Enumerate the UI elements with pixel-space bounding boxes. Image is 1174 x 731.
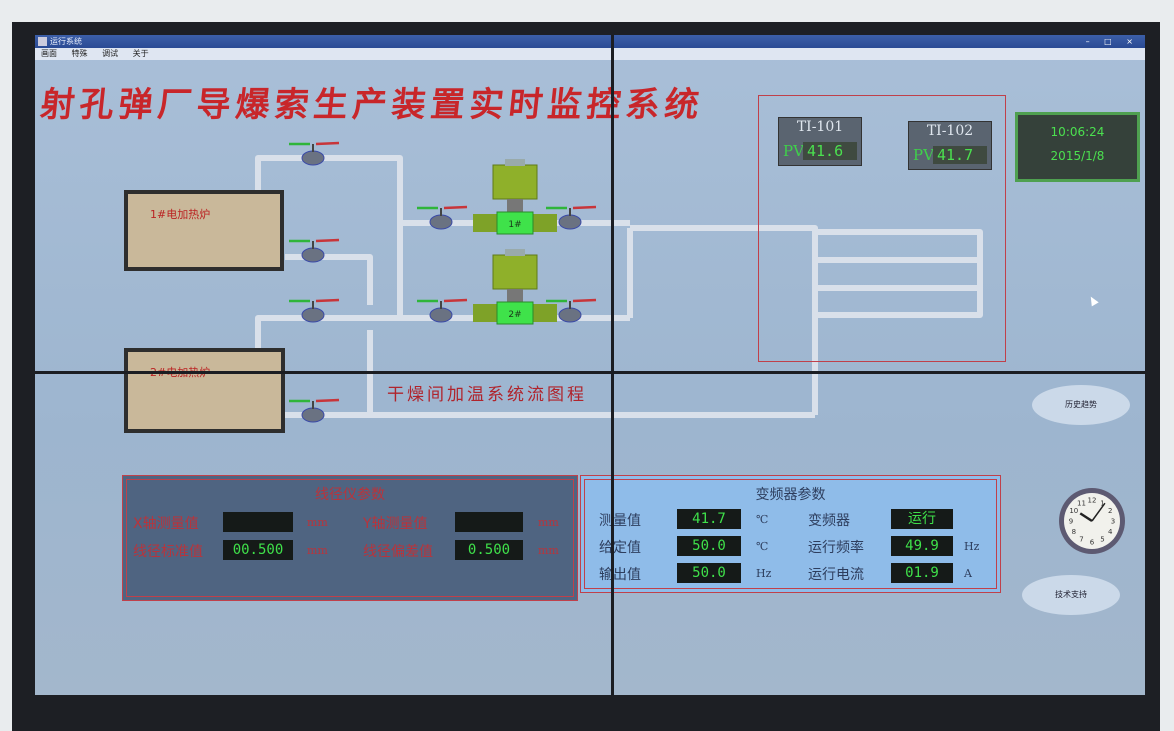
pipe [630, 225, 818, 415]
svg-text:2: 2 [1108, 507, 1112, 515]
valve-icon[interactable] [289, 398, 340, 423]
flow-diagram-title: 干燥间加温系统流图程 [387, 385, 587, 405]
x-axis-unit: mm [307, 516, 328, 529]
svg-text:3: 3 [1111, 518, 1115, 526]
standard-unit: mm [307, 544, 328, 557]
valve-icon[interactable] [417, 205, 468, 230]
vfd-state: 运行 [891, 509, 953, 529]
current-value: 01.9 [891, 563, 953, 583]
scada-screen: 运行系统 – □ × 画面 特殊 调试 关于 射孔弹厂导爆索生产装置实时监控系统… [35, 35, 1145, 695]
pipe [815, 229, 983, 318]
deviation-value: 0.500 [455, 540, 523, 560]
wire-gauge-panel: 线径仪参数 X轴测量值 mm Y轴测量值 mm 线径标准值 00.500 mm … [122, 475, 578, 601]
svg-text:5: 5 [1100, 536, 1104, 544]
valve-icon[interactable] [289, 298, 340, 323]
x-axis-value [223, 512, 293, 532]
furnace-1-label: 1#电加热炉 [150, 208, 211, 221]
tech-support-button[interactable]: 技术支持 [1022, 575, 1120, 615]
svg-text:4: 4 [1108, 528, 1113, 536]
pump2-label: 2# [508, 310, 521, 320]
sensor-ti-101[interactable]: TI-101 PV 41.6 [778, 117, 862, 166]
svg-text:6: 6 [1090, 539, 1095, 547]
y-axis-label: Y轴测量值 [363, 516, 428, 532]
history-trend-button[interactable]: 历史趋势 [1032, 385, 1130, 425]
frequency-unit: Hz [964, 540, 980, 553]
measured-label: 测量值 [599, 513, 641, 529]
standard-value: 00.500 [223, 540, 293, 560]
window-controls[interactable]: – □ × [1085, 37, 1139, 46]
display-seam [611, 35, 614, 695]
menu-item-debug[interactable]: 调试 [102, 49, 119, 58]
sensor-tag: TI-101 [796, 119, 844, 135]
svg-text:8: 8 [1072, 528, 1076, 536]
setpoint-label: 给定值 [599, 540, 641, 556]
pv-value: 41.6 [803, 142, 857, 160]
window-titlebar: 运行系统 – □ × [35, 35, 1145, 48]
valve-icon[interactable] [417, 298, 468, 323]
menu-item-special[interactable]: 特殊 [71, 49, 88, 58]
current-label: 运行电流 [808, 567, 864, 583]
pipe [255, 315, 630, 348]
clock-time: 10:06:24 [1050, 125, 1105, 139]
menu-bar: 画面 特殊 调试 关于 [35, 48, 1145, 60]
vfd-panel: 变频器参数 测量值 41.7 ℃ 给定值 50.0 ℃ 输出值 50.0 Hz … [580, 475, 1001, 593]
frequency-value: 49.9 [891, 536, 953, 556]
pump2-icon[interactable]: 2# [473, 249, 557, 325]
digital-clock: 10:06:24 2015/1/8 [1015, 112, 1140, 182]
vfd-label: 变频器 [808, 513, 850, 529]
pipe-diagram: 1# 2# [255, 141, 983, 423]
valve-icon[interactable] [289, 238, 340, 263]
current-unit: A [964, 567, 972, 580]
setpoint-unit: ℃ [756, 540, 769, 553]
pipe [255, 155, 403, 318]
y-axis-unit: mm [538, 516, 559, 529]
frequency-label: 运行频率 [808, 540, 864, 556]
menu-item-screen[interactable]: 画面 [41, 49, 57, 58]
svg-text:9: 9 [1069, 518, 1073, 526]
x-axis-label: X轴测量值 [133, 516, 199, 532]
deviation-label: 线径偏差值 [363, 544, 433, 560]
measured-unit: ℃ [756, 513, 769, 526]
sensor-ti-102[interactable]: TI-102 PV 41.7 [908, 121, 992, 170]
svg-text:12: 12 [1088, 497, 1097, 505]
measured-value: 41.7 [677, 509, 741, 529]
valve-icon[interactable] [546, 298, 597, 323]
furnace-1[interactable]: 1#电加热炉 [124, 190, 284, 271]
output-value: 50.0 [677, 563, 741, 583]
valve-icon[interactable] [289, 141, 340, 166]
drying-room-zone [758, 95, 1006, 362]
sensor-tag: TI-102 [926, 123, 974, 139]
wire-panel-title: 线径仪参数 [315, 487, 385, 503]
display-seam [35, 371, 1145, 374]
furnace-2[interactable]: 2#电加热炉 [124, 348, 285, 433]
output-label: 输出值 [599, 567, 641, 583]
y-axis-value [455, 512, 523, 532]
pipe [285, 254, 373, 305]
clock-date: 2015/1/8 [1050, 149, 1105, 163]
valve-icon[interactable] [546, 205, 597, 230]
setpoint-value: 50.0 [677, 536, 741, 556]
pv-label: PV [783, 142, 804, 160]
svg-text:1: 1 [1100, 499, 1104, 507]
vfd-panel-title: 变频器参数 [755, 487, 826, 503]
app-icon [38, 37, 47, 46]
window-title: 运行系统 [50, 37, 82, 46]
pv-value: 41.7 [933, 146, 987, 164]
svg-text:10: 10 [1069, 507, 1078, 515]
pump1-icon[interactable]: 1# [473, 159, 557, 235]
svg-text:7: 7 [1079, 536, 1083, 544]
menu-item-about[interactable]: 关于 [132, 49, 149, 58]
standard-label: 线径标准值 [133, 544, 203, 560]
pv-label: PV [913, 146, 934, 164]
svg-text:11: 11 [1077, 499, 1086, 507]
pump1-label: 1# [508, 220, 521, 230]
output-unit: Hz [756, 567, 772, 580]
deviation-unit: mm [538, 544, 559, 557]
